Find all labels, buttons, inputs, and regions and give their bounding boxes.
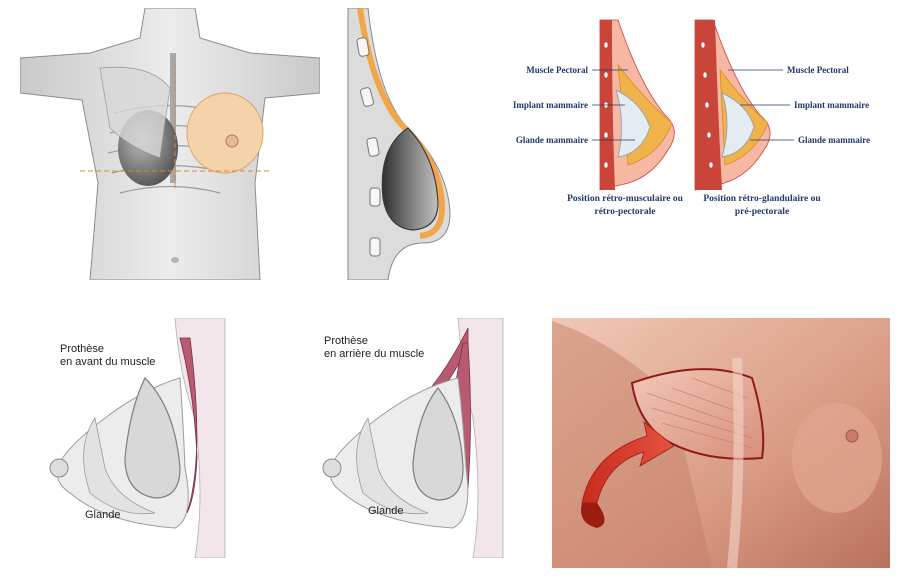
caption-retro-glandulaire-line2: pré-pectorale bbox=[735, 207, 789, 217]
caption-retro-glandulaire-line1: Position rétro-glandulaire ou bbox=[703, 194, 821, 204]
gland-shape bbox=[356, 416, 429, 515]
retro-svg: Muscle Pectoral Implant mammaire Glande … bbox=[513, 19, 870, 217]
avant-svg: Prothèse en avant du muscle Glande bbox=[49, 318, 226, 558]
prothese-arriere-muscle-panel: Prothèse en arrière du muscle Glande bbox=[318, 318, 518, 558]
caption-retro-musculaire-line2: rétro-pectorale bbox=[594, 207, 655, 217]
gland-shape bbox=[186, 92, 264, 174]
retro-glandular-illustration bbox=[694, 19, 771, 191]
retro-position-diagram: Muscle Pectoral Implant mammaire Glande … bbox=[500, 15, 890, 230]
profile-svg bbox=[347, 8, 451, 280]
label-implant-right: Implant mammaire bbox=[794, 100, 869, 110]
title-en-arriere-du-muscle: en arrière du muscle bbox=[324, 348, 424, 360]
implant-shape bbox=[412, 387, 464, 501]
label-glande: Glande bbox=[368, 505, 403, 517]
anatomy-svg bbox=[552, 318, 890, 568]
title-prothese: Prothèse bbox=[60, 343, 104, 355]
gland-shape bbox=[83, 416, 156, 515]
label-gland-right: Glande mammaire bbox=[798, 135, 870, 145]
label-gland-left: Glande mammaire bbox=[516, 135, 588, 145]
title-prothese: Prothèse bbox=[324, 335, 368, 347]
prothese-avant-muscle-panel: Prothèse en avant du muscle Glande bbox=[45, 318, 245, 558]
implant-shape bbox=[721, 92, 755, 158]
title-en-avant-du-muscle: en avant du muscle bbox=[60, 356, 155, 368]
torso-svg bbox=[20, 8, 320, 280]
arriere-svg: Prothèse en arrière du muscle Glande bbox=[322, 318, 504, 558]
breast-shape bbox=[792, 403, 882, 513]
rotation-arrow bbox=[581, 420, 675, 528]
torso-illustration bbox=[20, 8, 320, 280]
implant-shape bbox=[124, 376, 181, 499]
label-glande: Glande bbox=[85, 509, 120, 521]
caption-retro-musculaire-line1: Position rétro-musculaire ou bbox=[567, 194, 683, 204]
label-implant-left: Implant mammaire bbox=[513, 100, 588, 110]
profile-cross-section bbox=[338, 8, 458, 280]
implant-shape bbox=[381, 127, 439, 231]
label-muscle-pectoral-right: Muscle Pectoral bbox=[787, 65, 849, 75]
anatomy-render-panel bbox=[552, 318, 890, 568]
label-muscle-pectoral-left: Muscle Pectoral bbox=[526, 65, 588, 75]
